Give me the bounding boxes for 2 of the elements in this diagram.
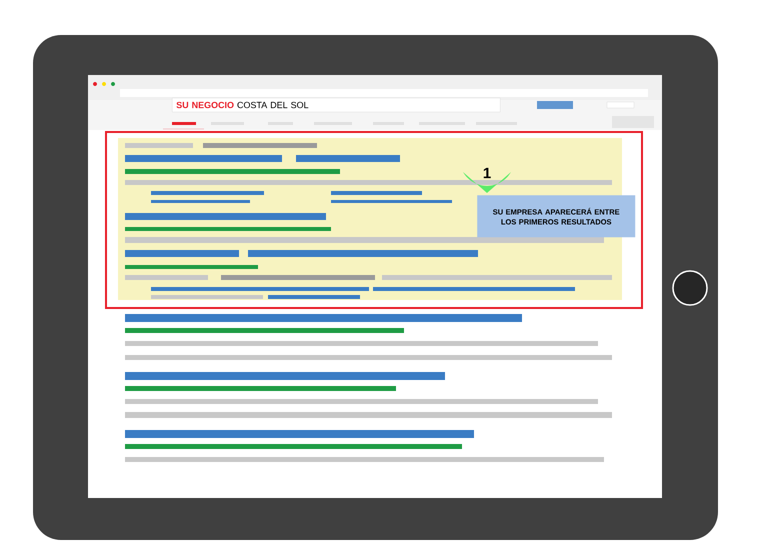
search-field: SU NEGOCIO COSTA DEL SOL	[172, 98, 500, 112]
number-pin: 1	[463, 168, 511, 193]
